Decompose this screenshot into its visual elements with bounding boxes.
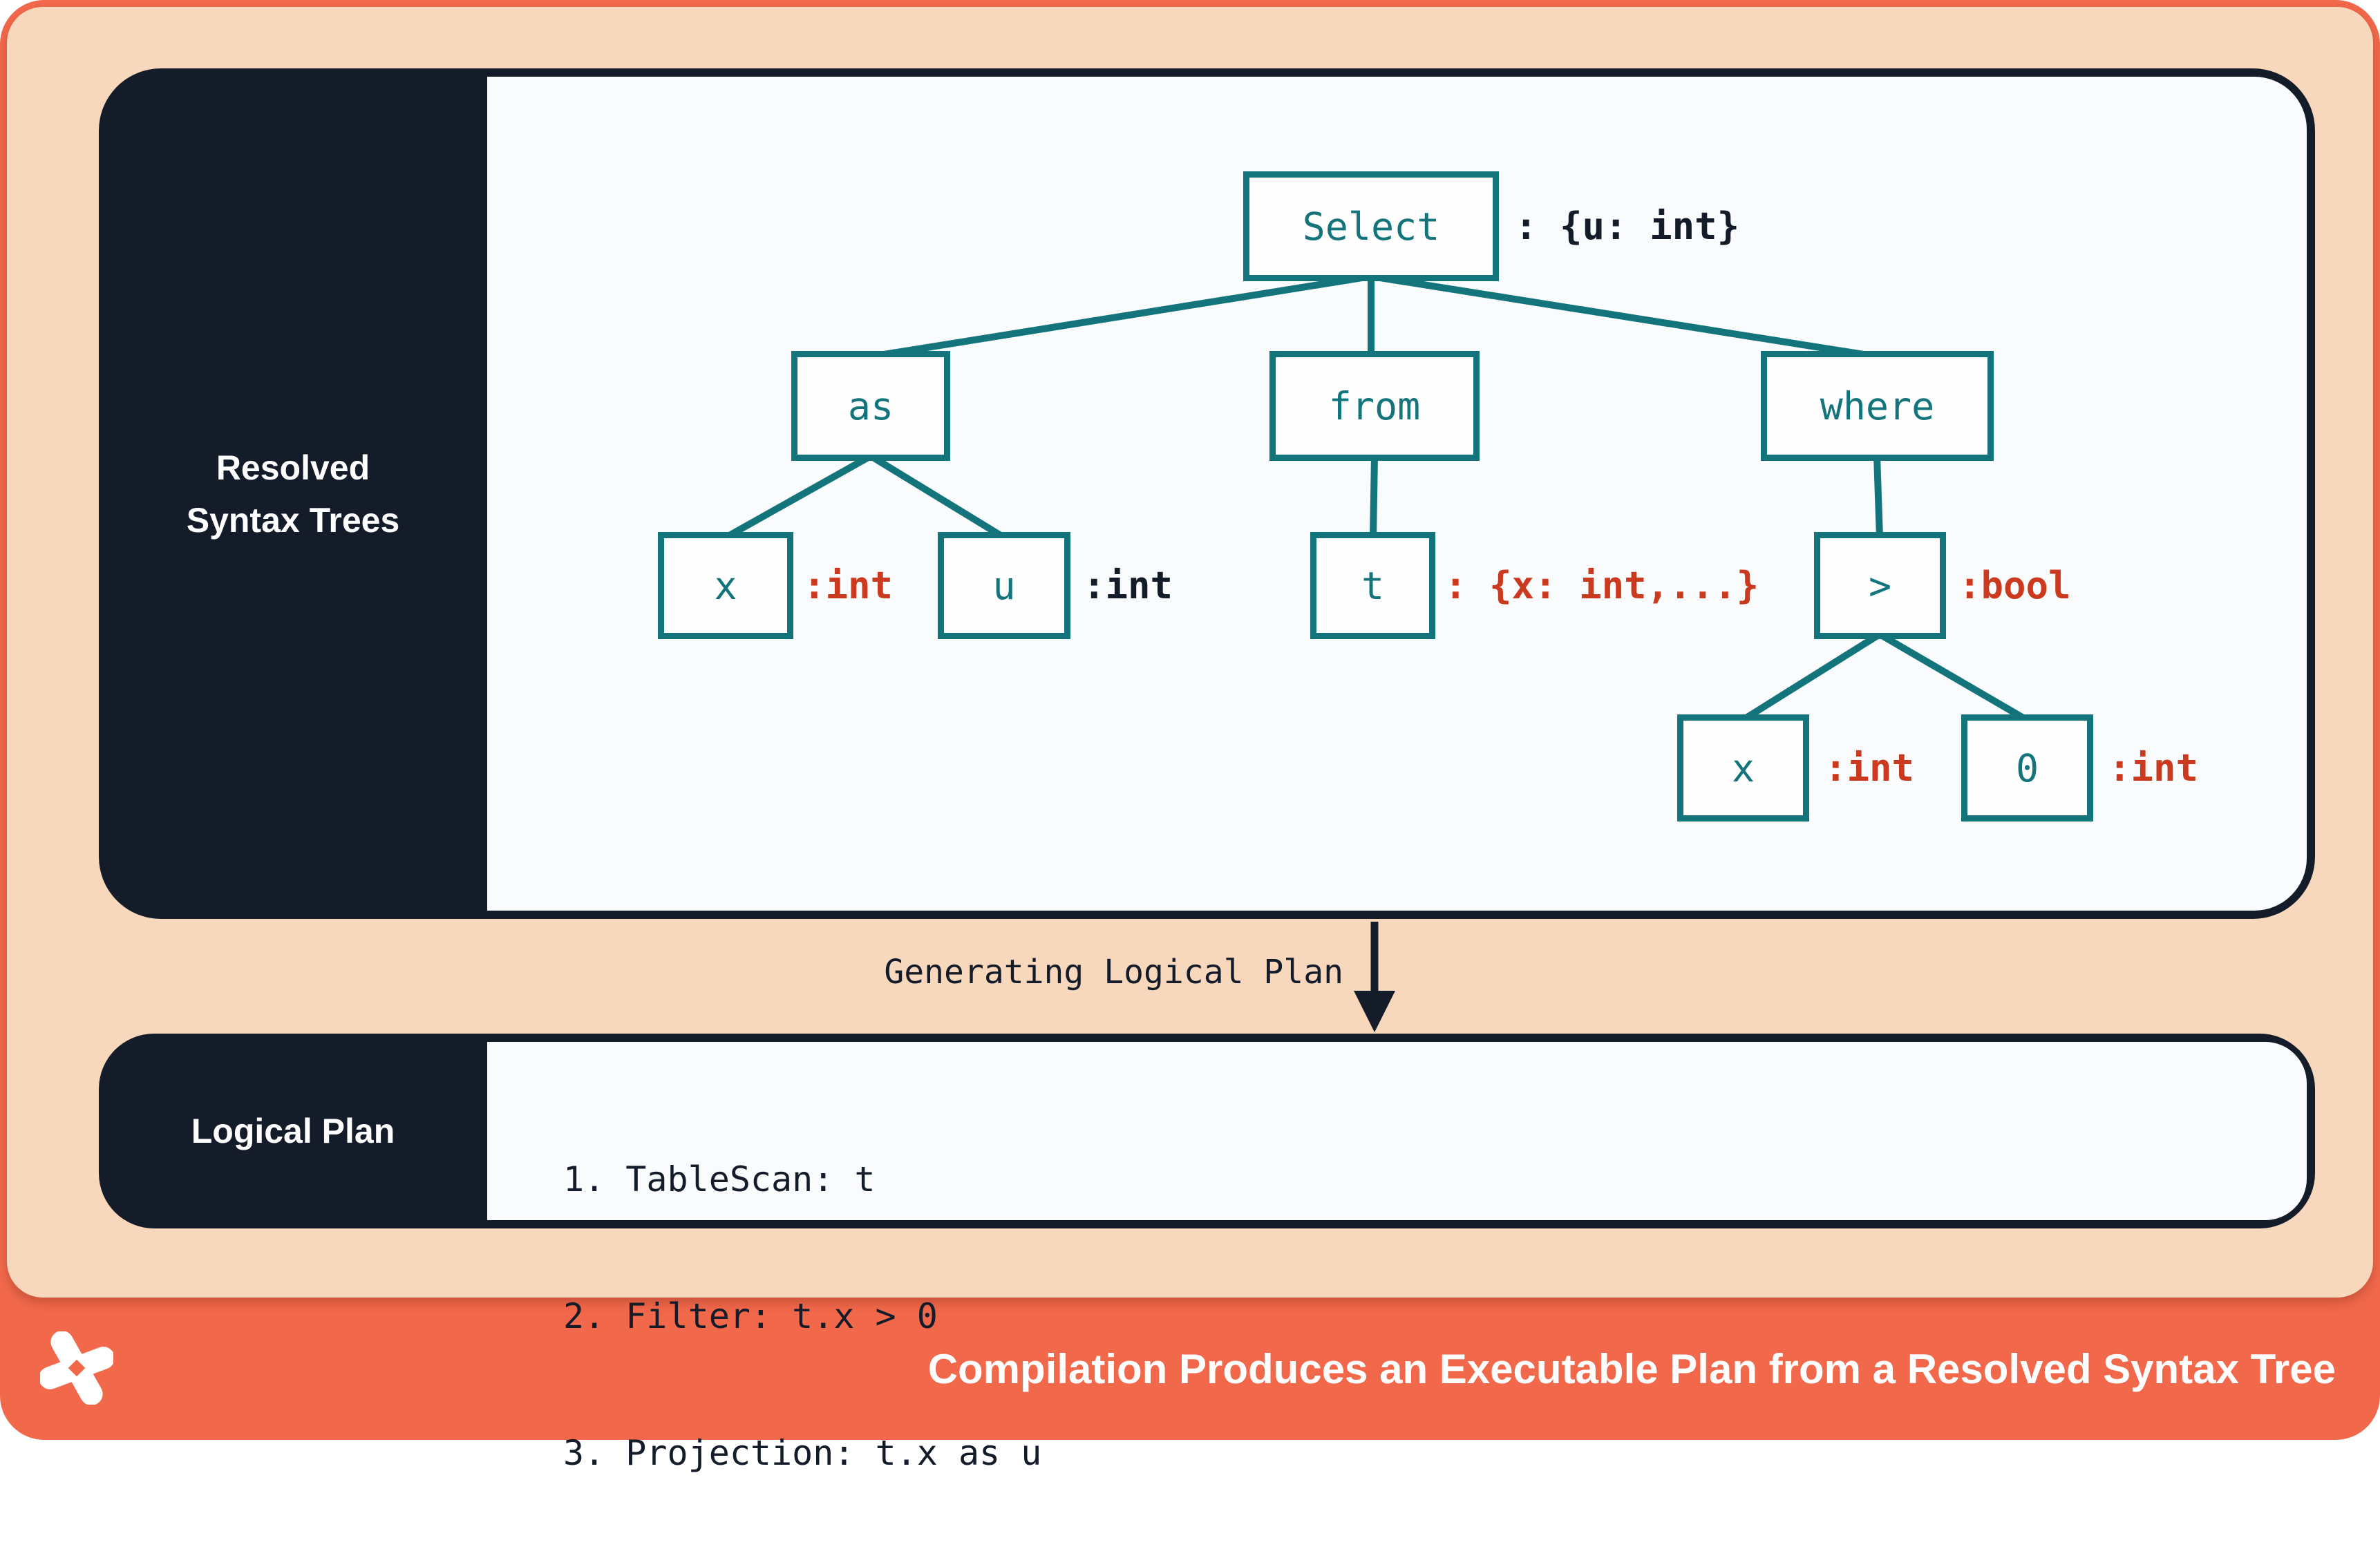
pinwheel-x-logo-icon <box>40 1331 113 1405</box>
tree-node-x-2: x <box>1677 714 1809 822</box>
plan-step-2: 2. Filter: t.x > 0 <box>563 1296 938 1336</box>
footer-band: Compilation Produces an Executable Plan … <box>0 1298 2380 1440</box>
generating-logical-plan-label: Generating Logical Plan <box>884 953 1343 991</box>
tree-node-as: as <box>791 351 950 461</box>
logical-plan-body <box>487 1042 2307 1220</box>
tree-node-x: x <box>658 532 793 639</box>
plan-step-1: 1. TableScan: t <box>563 1159 876 1199</box>
tree-node-x-2-type: :int <box>1824 746 1915 790</box>
logical-plan-title-text: Logical Plan <box>191 1112 395 1150</box>
tree-node-greater-than: > <box>1814 532 1946 639</box>
tree-node-x-type: :int <box>803 564 894 607</box>
tree-node-u: u <box>938 532 1070 639</box>
footer-title: Compilation Produces an Executable Plan … <box>927 1345 2336 1392</box>
tree-node-zero: 0 <box>1961 714 2093 822</box>
tree-node-u-type: :int <box>1083 564 1173 607</box>
logical-plan-title: Logical Plan <box>99 1034 487 1228</box>
tree-node-select-type: : {u: int} <box>1515 205 1740 248</box>
tree-node-from: from <box>1269 351 1480 461</box>
tree-edges <box>721 272 2032 1032</box>
logical-plan-panel: Logical Plan <box>99 1034 2315 1228</box>
tree-node-zero-type: :int <box>2108 746 2199 790</box>
tree-node-t-type: : {x: int,...} <box>1444 564 1759 607</box>
tree-node-where: where <box>1761 351 1994 461</box>
resolved-title-line-1: Resolved <box>216 448 370 487</box>
resolved-syntax-trees-title: Resolved Syntax Trees <box>99 68 487 919</box>
tree-node-t: t <box>1310 532 1435 639</box>
resolved-title-line-2: Syntax Trees <box>186 500 400 540</box>
down-arrow-icon <box>1354 922 1395 1032</box>
slide-card: Resolved Syntax Trees Logical Plan Selec… <box>0 0 2380 1473</box>
tree-node-select: Select <box>1243 171 1499 281</box>
tree-node-greater-than-type: :bool <box>1958 564 2071 607</box>
